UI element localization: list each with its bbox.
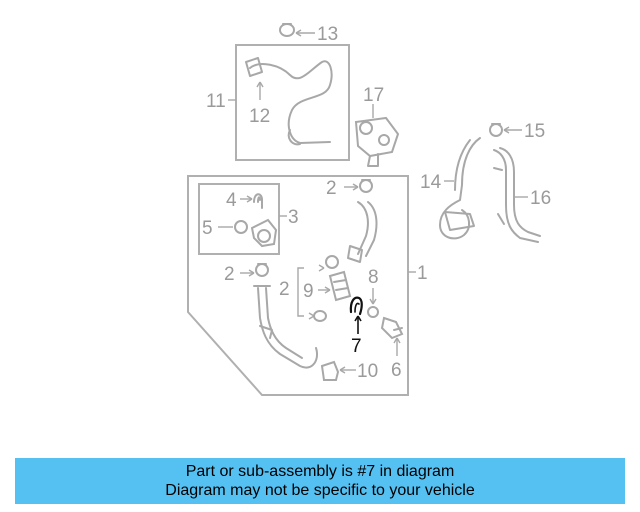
part-11-hose [245,57,333,146]
parts-diagram: 13 11 12 17 15 14 16 [187,23,551,396]
callout-15: 15 [524,121,545,142]
group-box-1 [187,175,409,396]
part-15-clip [489,123,504,137]
callout-14: 14 [420,172,442,193]
part-2-clip-top [359,179,374,193]
callout-13: 13 [317,24,338,45]
part-6-sensor [380,316,404,340]
part-7-clip [349,296,363,316]
bracket-2-9 [297,267,304,317]
callout-9: 9 [303,281,314,302]
callout-10: 10 [357,361,378,382]
part-10-cap [320,360,340,381]
banner-line-2: Diagram may not be specific to your vehi… [165,482,475,499]
part-13-clip [279,23,296,37]
part-17-pump [354,116,400,167]
callout-5: 5 [202,218,213,239]
callout-12: 12 [249,106,270,127]
part-14-hose [439,137,481,240]
callout-2-bracket: 2 [279,279,290,300]
part-1-lower-hose [253,285,318,369]
callout-4: 4 [226,190,237,211]
part-8-washer [367,306,379,318]
callout-7: 7 [351,336,362,357]
callout-3: 3 [288,207,299,228]
part-2-clip-left [255,263,270,277]
group-box-11 [235,44,350,161]
callout-2-left: 2 [224,264,235,285]
part-3-elbow [250,218,278,248]
banner-line-1: Part or sub-assembly is #7 in diagram [185,463,455,480]
info-banner: Part or sub-assembly is #7 in diagram Di… [15,458,625,504]
callout-6: 6 [391,360,402,381]
callout-16: 16 [530,188,551,209]
callout-11: 11 [206,91,226,112]
part-5-oring [234,220,248,234]
callout-2-top: 2 [326,178,337,199]
callout-1: 1 [417,263,428,284]
group-box-3 [198,183,280,255]
callout-8: 8 [368,267,379,288]
part-16-pipe [493,147,541,243]
part-4-clip [253,193,263,209]
callout-17: 17 [363,85,384,106]
part-1-upper-hose [347,201,378,263]
part-9-valve [313,255,352,322]
